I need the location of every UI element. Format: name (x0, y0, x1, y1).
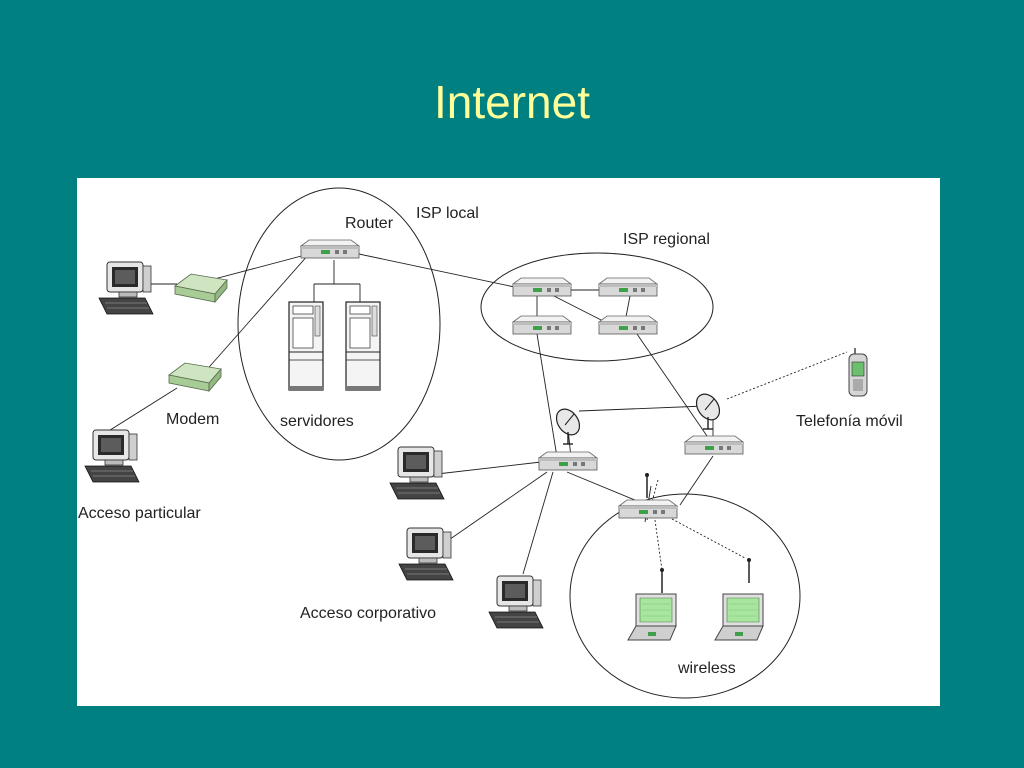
isp-local-region (237, 187, 441, 461)
router-label: Router (345, 215, 394, 232)
computer-icon (488, 575, 544, 629)
wireless-links (646, 351, 848, 571)
wireless-label: wireless (677, 660, 736, 677)
computer-icon (98, 261, 154, 315)
slide-title: Internet (434, 76, 590, 128)
antenna-icon (659, 567, 665, 594)
server-icon (288, 301, 324, 391)
antenna-icon (644, 472, 650, 499)
corporate-access-label: Acceso corporativo (300, 605, 436, 622)
computer-icon (389, 446, 445, 500)
laptop-icon (627, 593, 677, 641)
isp-regional-region (480, 252, 714, 362)
isp-regional-label: ISP regional (623, 231, 710, 248)
network-links (106, 253, 714, 575)
router-icon (684, 435, 744, 455)
router-icon (618, 499, 678, 519)
mobile-telephony-label: Telefonía móvil (796, 413, 903, 430)
router-icon (538, 451, 598, 471)
router-icon (598, 315, 658, 335)
antenna-icon (746, 557, 752, 584)
network-diagram: Router ISP local ISP regional servidores… (77, 178, 940, 706)
isp-local-label: ISP local (416, 205, 479, 222)
router-icon (512, 277, 572, 297)
server-icon (345, 301, 381, 391)
router-icon (300, 239, 360, 259)
modem-icon (174, 273, 228, 303)
home-access-label: Acceso particular (78, 505, 201, 522)
computer-icon (84, 429, 140, 483)
servers-label: servidores (280, 413, 354, 430)
router-icon (512, 315, 572, 335)
router-icon (598, 277, 658, 297)
network-diagram-canvas: Router ISP local ISP regional servidores… (78, 187, 903, 699)
modem-icon (168, 362, 222, 392)
satellite-dish-icon (691, 389, 725, 430)
modem-label: Modem (166, 411, 219, 428)
computer-icon (398, 527, 454, 581)
mobile-phone-icon (848, 348, 868, 397)
wireless-region (569, 493, 801, 699)
laptop-icon (714, 593, 764, 641)
